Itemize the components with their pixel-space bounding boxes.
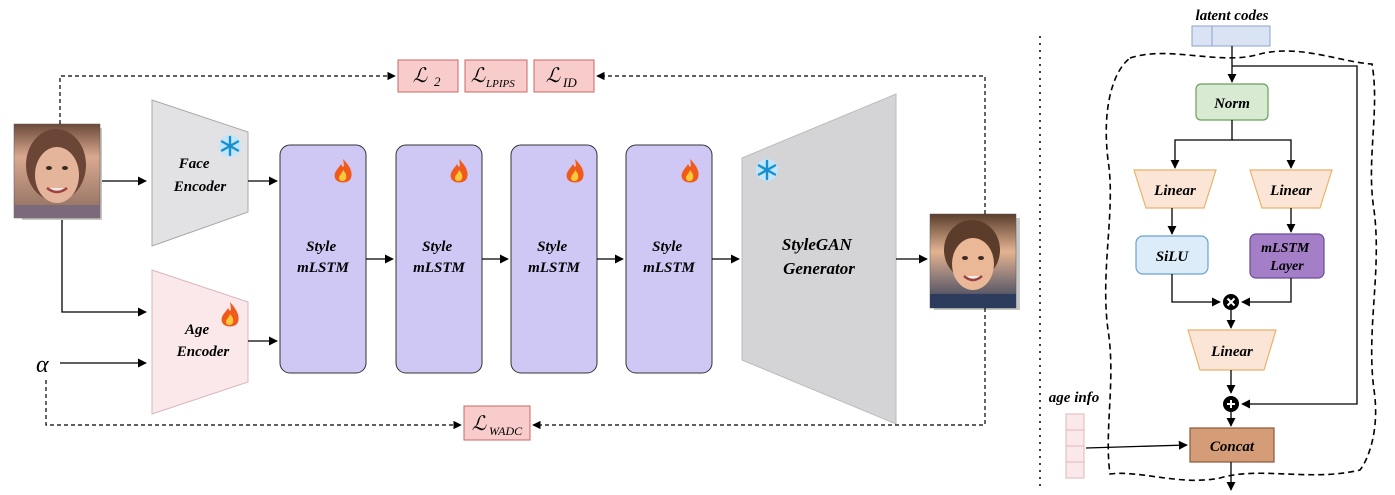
style-mlstm-label-2: Style mLSTM	[413, 239, 465, 276]
svg-text:Linear: Linear	[1210, 344, 1253, 360]
style-mlstm-label-1: Style mLSTM	[297, 239, 349, 276]
face-encoder-label: Face Encoder	[173, 156, 227, 195]
face-encoder-block	[151, 99, 249, 247]
svg-text:ID: ID	[562, 75, 577, 90]
svg-text:ℒ: ℒ	[413, 65, 428, 87]
multiply-icon	[1223, 294, 1239, 310]
mlstm-layer-block: mLSTM Layer	[1249, 233, 1325, 279]
latent-codes-label: latent codes	[1196, 8, 1269, 24]
fire-icon	[566, 159, 584, 183]
svg-text:mLSTM Layer: mLSTM Layer	[1261, 241, 1313, 274]
loss-wadc-box: ℒ WADC	[463, 405, 531, 441]
svg-text:SiLU: SiLU	[1156, 249, 1190, 265]
fire-icon	[450, 159, 468, 183]
fire-icon	[221, 302, 239, 327]
style-mlstm-block-1: Style mLSTM	[279, 144, 367, 374]
plus-icon	[1223, 396, 1239, 412]
style-mlstm-block-2: Style mLSTM	[395, 144, 483, 374]
latent-codes-vector	[1191, 25, 1271, 47]
svg-text:ℒ: ℒ	[472, 413, 487, 435]
snowflake-icon	[219, 135, 241, 157]
mlstm-block-boundary	[1104, 50, 1378, 482]
svg-text:Linear: Linear	[1153, 183, 1196, 199]
svg-text:2: 2	[434, 74, 441, 89]
input-face-image	[13, 123, 102, 220]
style-mlstm-label-4: Style mLSTM	[643, 239, 695, 276]
style-mlstm-label-3: Style mLSTM	[528, 239, 580, 276]
svg-text:ℒ: ℒ	[471, 65, 486, 87]
svg-text:Linear: Linear	[1269, 183, 1312, 199]
output-face-image	[929, 213, 1020, 310]
age-encoder-label: Age Encoder	[176, 322, 230, 360]
stylegan-generator-label: StyleGAN Generator	[782, 235, 856, 278]
style-mlstm-block-4: Style mLSTM	[625, 144, 713, 374]
fire-icon	[334, 159, 352, 183]
age-encoder-block	[151, 269, 249, 415]
age-info-vector	[1065, 413, 1085, 479]
norm-block: Norm	[1195, 83, 1269, 121]
style-mlstm-block-3: Style mLSTM	[510, 144, 598, 374]
svg-text:LPIPS: LPIPS	[485, 78, 515, 90]
loss-connections	[45, 71, 986, 430]
snowflake-icon	[756, 159, 778, 181]
stylegan-generator-block	[741, 93, 897, 425]
svg-text:Concat: Concat	[1210, 439, 1255, 455]
linear-right-block: Linear	[1249, 169, 1333, 209]
age-info-label: age info	[1049, 390, 1099, 406]
left-connections	[60, 176, 928, 368]
detail-connections	[1085, 46, 1358, 491]
svg-text:ℒ: ℒ	[546, 65, 561, 87]
silu-block: SiLU	[1135, 235, 1209, 275]
fire-icon	[681, 159, 699, 183]
svg-text:WADC: WADC	[489, 424, 523, 438]
linear-bottom-block: Linear	[1187, 329, 1277, 371]
loss-l2-box: ℒ 2	[397, 59, 459, 93]
loss-lid-box: ℒ ID	[533, 59, 595, 93]
loss-lpips-box: ℒ LPIPS	[464, 59, 528, 93]
concat-block: Concat	[1189, 427, 1275, 463]
svg-text:Norm: Norm	[1213, 96, 1250, 112]
alpha-symbol: α	[36, 352, 49, 378]
linear-left-block: Linear	[1133, 169, 1217, 209]
